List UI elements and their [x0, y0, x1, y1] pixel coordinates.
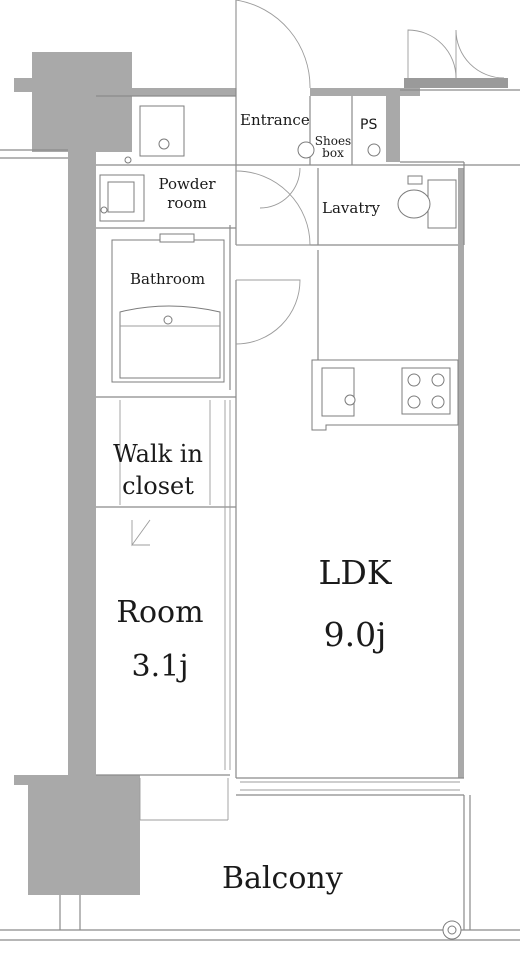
- walk-in-closet-label: Walk in closet: [113, 440, 203, 501]
- kitchen-counter: [311, 359, 459, 431]
- lavatry-label: Lavatry: [322, 199, 380, 217]
- upper-closet-fixtures: [124, 105, 185, 164]
- right-exterior-wall: [458, 168, 464, 778]
- lower-left-column: [28, 775, 140, 895]
- upper-left-column: [32, 52, 132, 152]
- doors: [131, 0, 505, 547]
- top-wall-left: [132, 88, 236, 96]
- left-exterior-wall: [68, 150, 96, 780]
- sliding-tracks: [119, 400, 460, 821]
- powder-room-label: Powder room: [158, 175, 216, 212]
- left-column-notch: [14, 775, 32, 785]
- shoes-box-label: Shoes box: [314, 134, 352, 160]
- room-name-label: Room: [116, 595, 204, 630]
- bathtub: [111, 233, 225, 383]
- top-wall-right: [310, 88, 420, 96]
- top-right-wall: [386, 96, 400, 162]
- balcony-label: Balcony: [222, 861, 343, 896]
- entrance-label: Entrance: [240, 111, 310, 129]
- ps-label: PS: [360, 117, 378, 133]
- balcony-drain: [442, 920, 462, 940]
- service-bay-floor: [404, 78, 508, 88]
- toilet: [397, 175, 457, 229]
- left-bump-wall: [14, 78, 34, 92]
- bathroom-label: Bathroom: [130, 270, 206, 288]
- shoes-box-fixtures: [297, 141, 381, 159]
- powder-room-fixtures: [99, 174, 145, 222]
- ldk-size-label: 9.0j: [323, 615, 387, 654]
- room-size-label: 3.1j: [131, 649, 189, 684]
- ldk-name-label: LDK: [318, 553, 392, 592]
